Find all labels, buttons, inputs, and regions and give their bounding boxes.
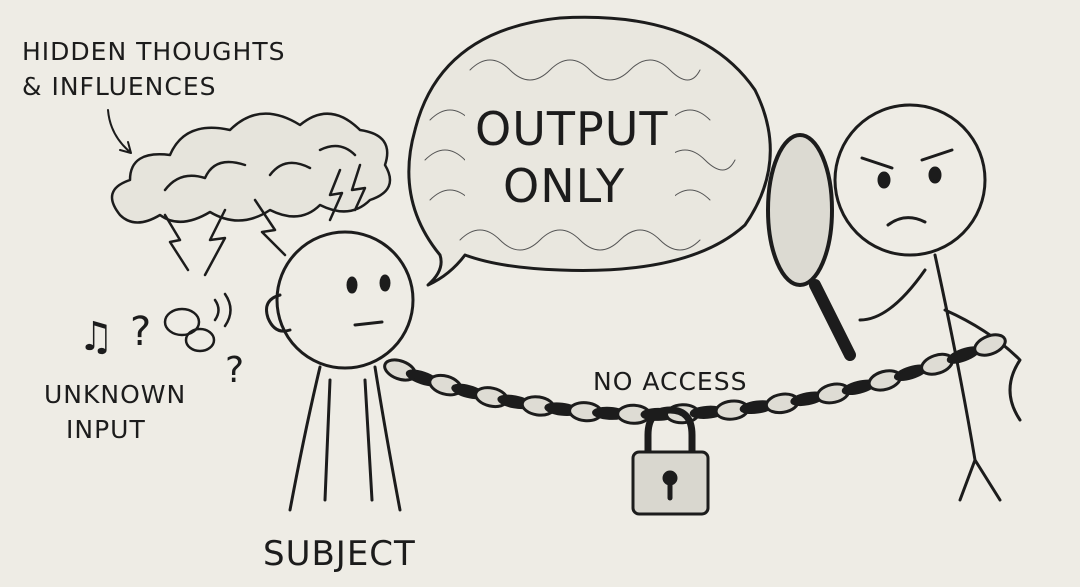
chain-link: [920, 352, 954, 376]
magnifying-glass-icon: [766, 133, 856, 361]
speech-bubbles-icon: [163, 307, 216, 353]
subject-label: SUBJECT: [263, 534, 416, 574]
influences-label: & INFLUENCES: [22, 72, 217, 101]
storm-cloud-icon: [110, 112, 392, 277]
output-label: OUTPUT: [475, 102, 668, 156]
unknown-label: UNKNOWN: [44, 380, 186, 409]
question-mark-icon: ?: [225, 350, 245, 391]
no-access-label: NO ACCESS: [593, 367, 747, 396]
question-mark-icon: ?: [130, 309, 152, 355]
padlock-icon: [631, 406, 710, 516]
observer-figure: [833, 103, 1022, 502]
music-note-icon: ♫: [78, 314, 115, 360]
input-label: INPUT: [66, 415, 146, 444]
chain-icon: [383, 333, 1007, 425]
only-label: ONLY: [503, 159, 625, 213]
chain-link: [973, 333, 1007, 357]
arrow-icon: [107, 109, 132, 154]
speech-bubble: [407, 15, 772, 287]
hidden-thoughts-label: HIDDEN THOUGHTS: [22, 37, 285, 66]
sound-waves-icon: [213, 292, 232, 328]
subject-figure: [265, 230, 415, 512]
